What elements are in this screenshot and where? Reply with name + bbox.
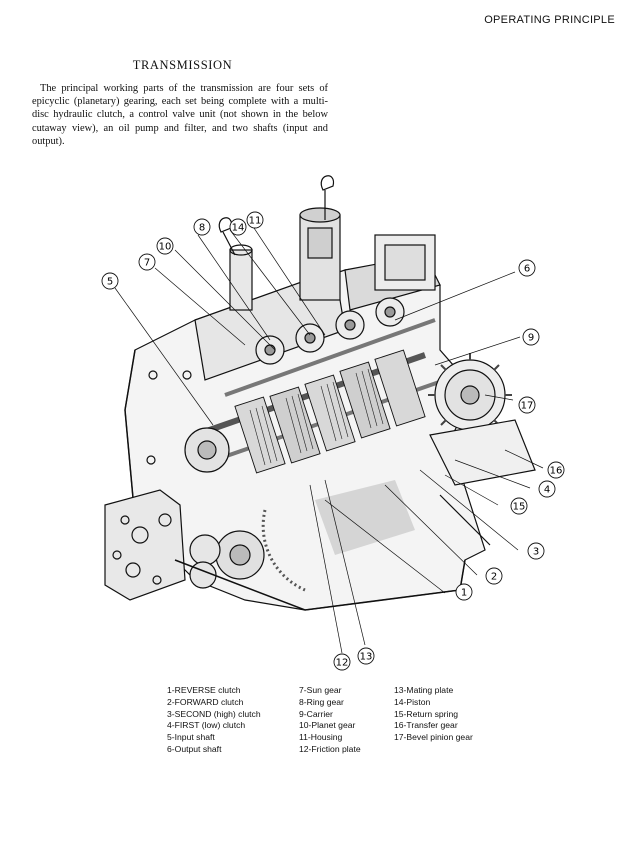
svg-text:4: 4 [544,485,550,496]
legend-item: 13-Mating plate [394,685,454,695]
section-header: OPERATING PRINCIPLE [484,14,615,26]
svg-text:8: 8 [199,223,205,234]
svg-text:6: 6 [524,264,530,275]
svg-text:2: 2 [491,572,497,583]
callout-1: 1 [455,583,473,601]
transmission-drawing [104,175,536,611]
legend-item: 17-Bevel pinion gear [394,732,473,743]
svg-text:7: 7 [144,258,150,269]
legend-item: 8-Ring gear [299,696,344,707]
svg-text:5: 5 [107,277,113,288]
legend-item: 12-Friction plate [299,743,361,754]
legend-item: 7-Sun gear [299,685,342,695]
callout-7: 7 [138,253,156,271]
callout-14: 14 [229,218,247,236]
svg-text:3: 3 [533,547,539,558]
callout-17: 17 [518,396,536,414]
legend-item: 9-Carrier [299,708,333,719]
legend-column-3: 13-Mating plate 14-Piston 15-Return spri… [394,685,524,756]
callout-8: 8 [193,218,211,236]
callout-5: 5 [101,272,119,290]
svg-text:16: 16 [550,466,563,477]
legend-column-2: 7-Sun gear 8-Ring gear 9-Carrier 10-Plan… [299,685,394,756]
legend-item: 11-Housing [299,732,343,743]
svg-text:13: 13 [360,652,373,663]
svg-text:12: 12 [336,658,349,669]
legend-item: 6-Output shaft [167,743,222,754]
callout-15: 15 [510,497,528,515]
callout-6: 6 [518,259,536,277]
svg-text:1: 1 [461,588,467,599]
parts-legend: 1-REVERSE clutch 2-FORWARD clutch 3-SECO… [167,685,524,756]
transmission-cutaway-illustration: 1 2 3 4 5 6 7 8 9 10 11 12 13 14 15 16 1… [95,160,575,680]
callout-9: 9 [522,328,540,346]
legend-item: 15-Return spring [394,708,459,719]
svg-text:9: 9 [528,333,534,344]
callout-13: 13 [357,647,375,665]
page-title: TRANSMISSION [132,58,233,72]
callout-10: 10 [156,237,174,255]
legend-item: 2-FORWARD clutch [167,696,244,707]
svg-text:14: 14 [232,223,245,234]
svg-text:11: 11 [249,216,262,227]
callout-4: 4 [538,480,556,498]
legend-item: 16-Transfer gear [394,720,458,731]
callout-16: 16 [547,461,565,479]
callout-3: 3 [527,542,545,560]
legend-column-1: 1-REVERSE clutch 2-FORWARD clutch 3-SECO… [167,685,299,756]
callout-2: 2 [485,567,503,585]
legend-item: 4-FIRST (low) clutch [167,720,246,731]
svg-text:10: 10 [159,242,172,253]
svg-text:17: 17 [521,401,534,412]
intro-paragraph: The principal working parts of the trans… [32,83,328,147]
callout-12: 12 [333,653,351,671]
legend-item: 5-Input shaft [167,732,215,743]
legend-item: 10-Planet gear [299,720,356,731]
callout-markers: 1 2 3 4 5 6 7 8 9 10 11 12 13 14 15 16 1… [101,211,565,671]
callout-11: 11 [246,211,264,229]
svg-text:15: 15 [513,502,526,513]
legend-item: 14-Piston [394,696,431,707]
legend-item: 1-REVERSE clutch [167,685,241,695]
callout-leaders [114,221,544,654]
legend-item: 3-SECOND (high) clutch [167,708,261,719]
